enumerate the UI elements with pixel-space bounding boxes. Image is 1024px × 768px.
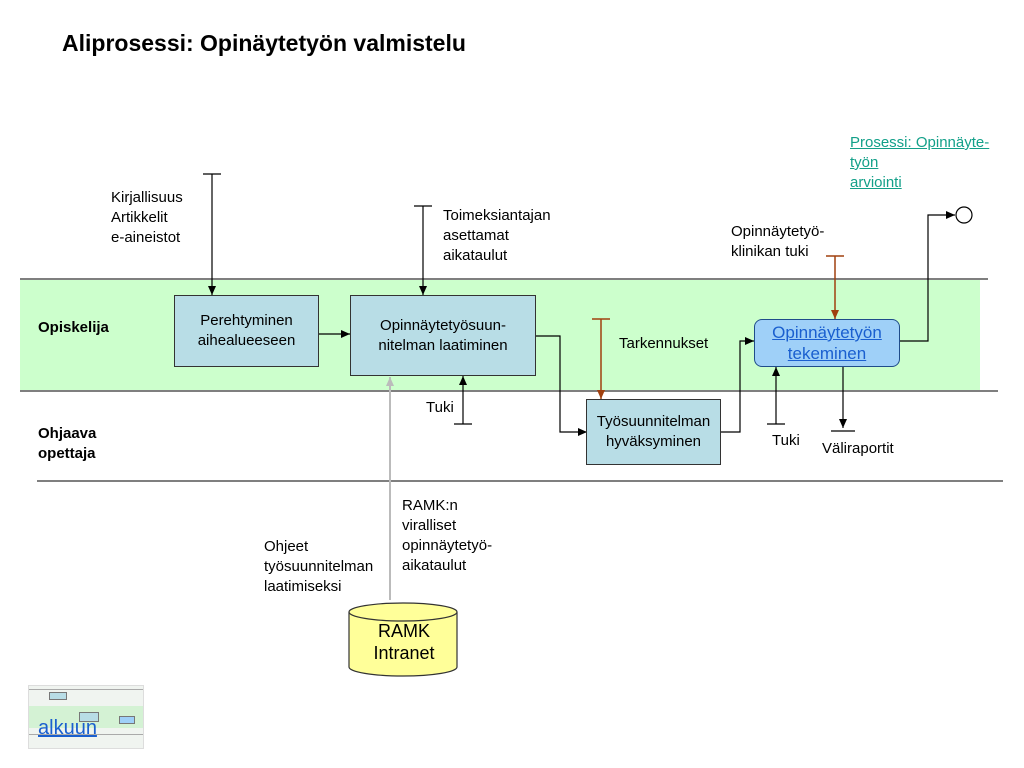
flow-arrow-end	[900, 211, 955, 342]
link-alkuun[interactable]: alkuun	[38, 717, 97, 739]
database-icon	[348, 602, 458, 677]
label-tuki-2: Tuki	[772, 432, 800, 449]
flow-arrow-2	[536, 335, 587, 436]
label-tuki-1: Tuki	[426, 399, 454, 416]
label-klinikka: Opinnäytetyö- klinikan tuki	[731, 223, 825, 260]
database-label: RAMK Intranet	[373, 621, 435, 663]
page-title: Aliprosessi: Opinäytetyön valmistelu	[62, 30, 466, 56]
box-suunnitelma: Opinnäytetyösuun-nitelman laatiminen	[350, 295, 536, 376]
thumbnail-preview[interactable]	[28, 685, 144, 749]
label-ohjeet: Ohjeet työsuunnitelman laatimiseksi	[264, 538, 374, 595]
end-circle	[955, 206, 973, 224]
label-tarkennukset: Tarkennukset	[619, 335, 709, 352]
lane-label-student: Opiskelija	[38, 319, 109, 336]
flow-arrow-3	[721, 337, 754, 433]
label-kirjallisuus: Kirjallisuus Artikkelit e-aineistot	[111, 189, 183, 246]
link-arviointi[interactable]: Prosessi: Opinnäyte- työn arviointi	[850, 134, 990, 191]
label-ramk-aikataulut: RAMK:n viralliset opinnäytetyö- aikataul…	[402, 497, 493, 574]
lane-label-teacher: Ohjaava opettaja	[38, 425, 97, 462]
label-valiraportit: Väliraportit	[822, 440, 894, 457]
label-toimeksiantajan: Toimeksiantajan asettamat aikataulut	[443, 207, 551, 264]
